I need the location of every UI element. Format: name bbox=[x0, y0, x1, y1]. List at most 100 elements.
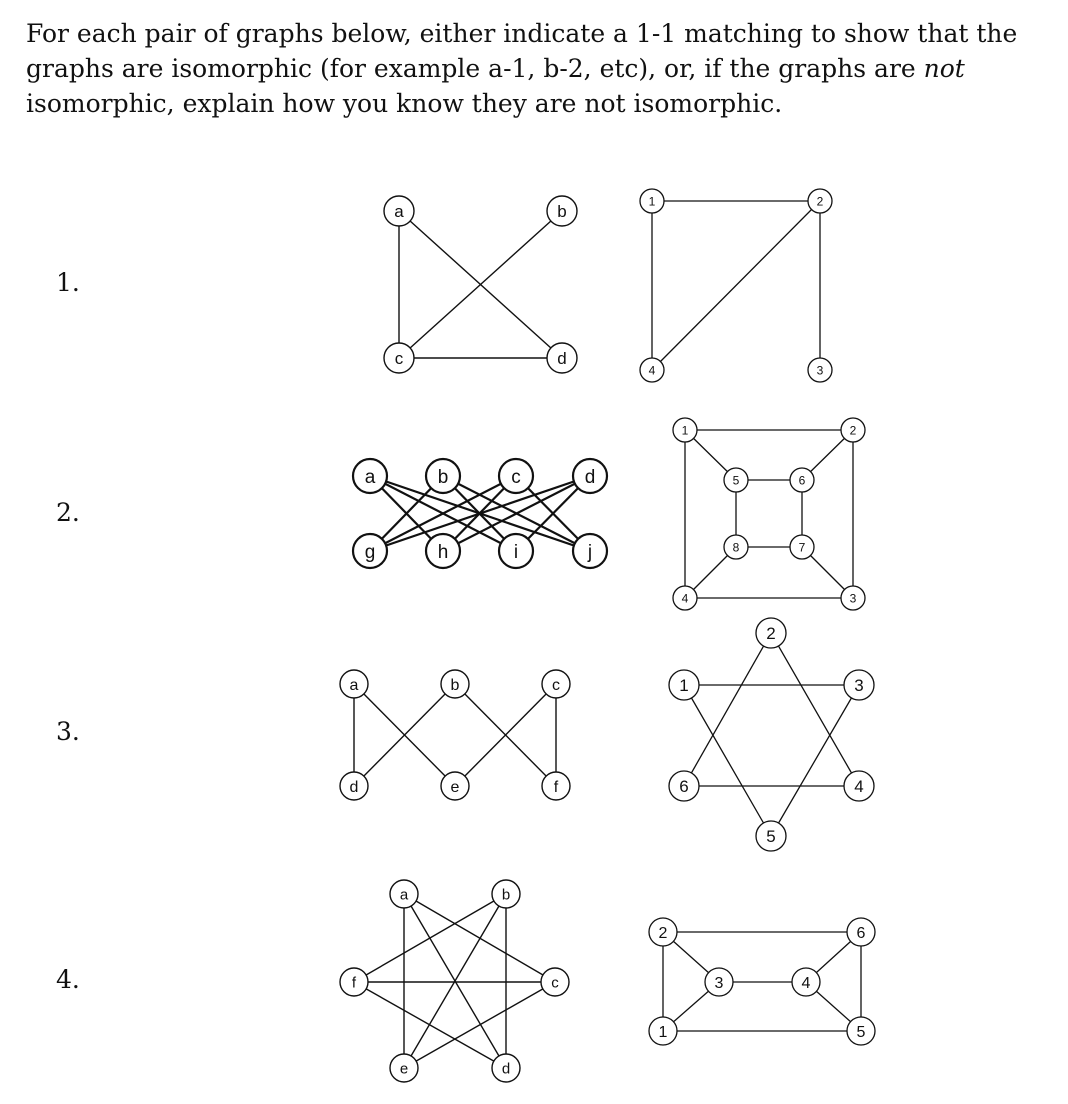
node-circle bbox=[440, 669, 470, 699]
node-label: a bbox=[350, 677, 359, 694]
node-2: 2 bbox=[807, 188, 833, 214]
problem-number-1: 1. bbox=[56, 268, 80, 297]
node-4: 4 bbox=[791, 967, 821, 997]
node-circle bbox=[491, 1053, 521, 1083]
node-circle bbox=[668, 770, 700, 802]
node-1: 1 bbox=[639, 188, 665, 214]
node-label: a bbox=[365, 467, 376, 488]
edge-3-5 bbox=[770, 684, 860, 837]
node-a: a bbox=[339, 669, 369, 699]
node-circle bbox=[339, 967, 369, 997]
node-circle bbox=[541, 669, 571, 699]
node-circle bbox=[491, 879, 521, 909]
node-a: a bbox=[389, 879, 419, 909]
node-circle bbox=[351, 532, 389, 570]
node-circle bbox=[843, 669, 875, 701]
node-circle bbox=[789, 467, 815, 493]
node-label: 3 bbox=[817, 363, 824, 377]
edge-d-f bbox=[353, 981, 507, 1069]
instructions-part1: For each pair of graphs below, either in… bbox=[26, 19, 1018, 83]
node-e: e bbox=[440, 771, 470, 801]
node-b: b bbox=[546, 195, 578, 227]
node-label: e bbox=[400, 1060, 408, 1077]
node-label: 4 bbox=[682, 591, 689, 605]
node-circle bbox=[791, 967, 821, 997]
node-label: 4 bbox=[854, 777, 863, 796]
node-circle bbox=[840, 585, 866, 611]
node-circle bbox=[546, 195, 578, 227]
node-label: b bbox=[438, 467, 449, 488]
node-circle bbox=[672, 585, 698, 611]
instructions-emphasis: not bbox=[923, 54, 965, 83]
node-circle bbox=[424, 532, 462, 570]
node-i: i bbox=[497, 532, 535, 570]
instructions: For each pair of graphs below, either in… bbox=[26, 16, 1056, 121]
node-circle bbox=[807, 357, 833, 383]
node-circle bbox=[840, 417, 866, 443]
edge-c-e bbox=[454, 683, 557, 787]
edge-c-e bbox=[403, 981, 556, 1069]
edge-2-4 bbox=[651, 200, 821, 371]
node-circle bbox=[389, 1053, 419, 1083]
node-1: 1 bbox=[672, 417, 698, 443]
node-label: 1 bbox=[679, 676, 688, 695]
node-2: 2 bbox=[755, 617, 787, 649]
edge-d-h bbox=[442, 475, 591, 552]
node-d: d bbox=[546, 342, 578, 374]
node-f: f bbox=[339, 967, 369, 997]
node-label: 3 bbox=[850, 591, 857, 605]
node-label: f bbox=[554, 779, 559, 796]
problem-number-2: 2. bbox=[56, 498, 80, 527]
node-1: 1 bbox=[668, 669, 700, 701]
edge-b-e bbox=[403, 893, 507, 1069]
node-2: 2 bbox=[840, 417, 866, 443]
edge-2-4 bbox=[770, 632, 860, 787]
instructions-part2: isomorphic, explain how you know they ar… bbox=[26, 89, 783, 118]
edge-5-1 bbox=[683, 684, 772, 837]
node-circle bbox=[389, 879, 419, 909]
node-circle bbox=[497, 532, 535, 570]
node-4: 4 bbox=[672, 585, 698, 611]
node-d: d bbox=[571, 457, 609, 495]
node-6: 6 bbox=[789, 467, 815, 493]
node-label: i bbox=[514, 542, 518, 563]
node-label: b bbox=[451, 677, 460, 694]
edge-b-c bbox=[398, 210, 563, 359]
node-label: a bbox=[394, 202, 404, 221]
node-circle bbox=[668, 669, 700, 701]
node-circle bbox=[339, 669, 369, 699]
edge-b-f bbox=[353, 893, 507, 983]
node-label: 1 bbox=[659, 1024, 668, 1041]
node-c: c bbox=[383, 342, 415, 374]
node-circle bbox=[497, 457, 535, 495]
node-2: 2 bbox=[648, 917, 678, 947]
edge-c-g bbox=[369, 475, 517, 552]
node-circle bbox=[639, 357, 665, 383]
node-label: g bbox=[365, 542, 376, 563]
node-label: 1 bbox=[682, 423, 689, 437]
node-3: 3 bbox=[807, 357, 833, 383]
node-3: 3 bbox=[704, 967, 734, 997]
node-label: 2 bbox=[766, 624, 775, 643]
node-circle bbox=[546, 342, 578, 374]
node-h: h bbox=[424, 532, 462, 570]
node-5: 5 bbox=[723, 467, 749, 493]
node-3: 3 bbox=[840, 585, 866, 611]
node-g: g bbox=[351, 532, 389, 570]
node-label: 6 bbox=[679, 777, 688, 796]
node-circle bbox=[383, 195, 415, 227]
node-label: h bbox=[438, 542, 449, 563]
node-6: 6 bbox=[846, 917, 876, 947]
node-label: 1 bbox=[649, 194, 656, 208]
node-circle bbox=[672, 417, 698, 443]
node-circle bbox=[540, 967, 570, 997]
node-circle bbox=[541, 771, 571, 801]
node-c: c bbox=[541, 669, 571, 699]
node-8: 8 bbox=[723, 534, 749, 560]
node-f: f bbox=[541, 771, 571, 801]
node-label: d bbox=[557, 349, 566, 368]
